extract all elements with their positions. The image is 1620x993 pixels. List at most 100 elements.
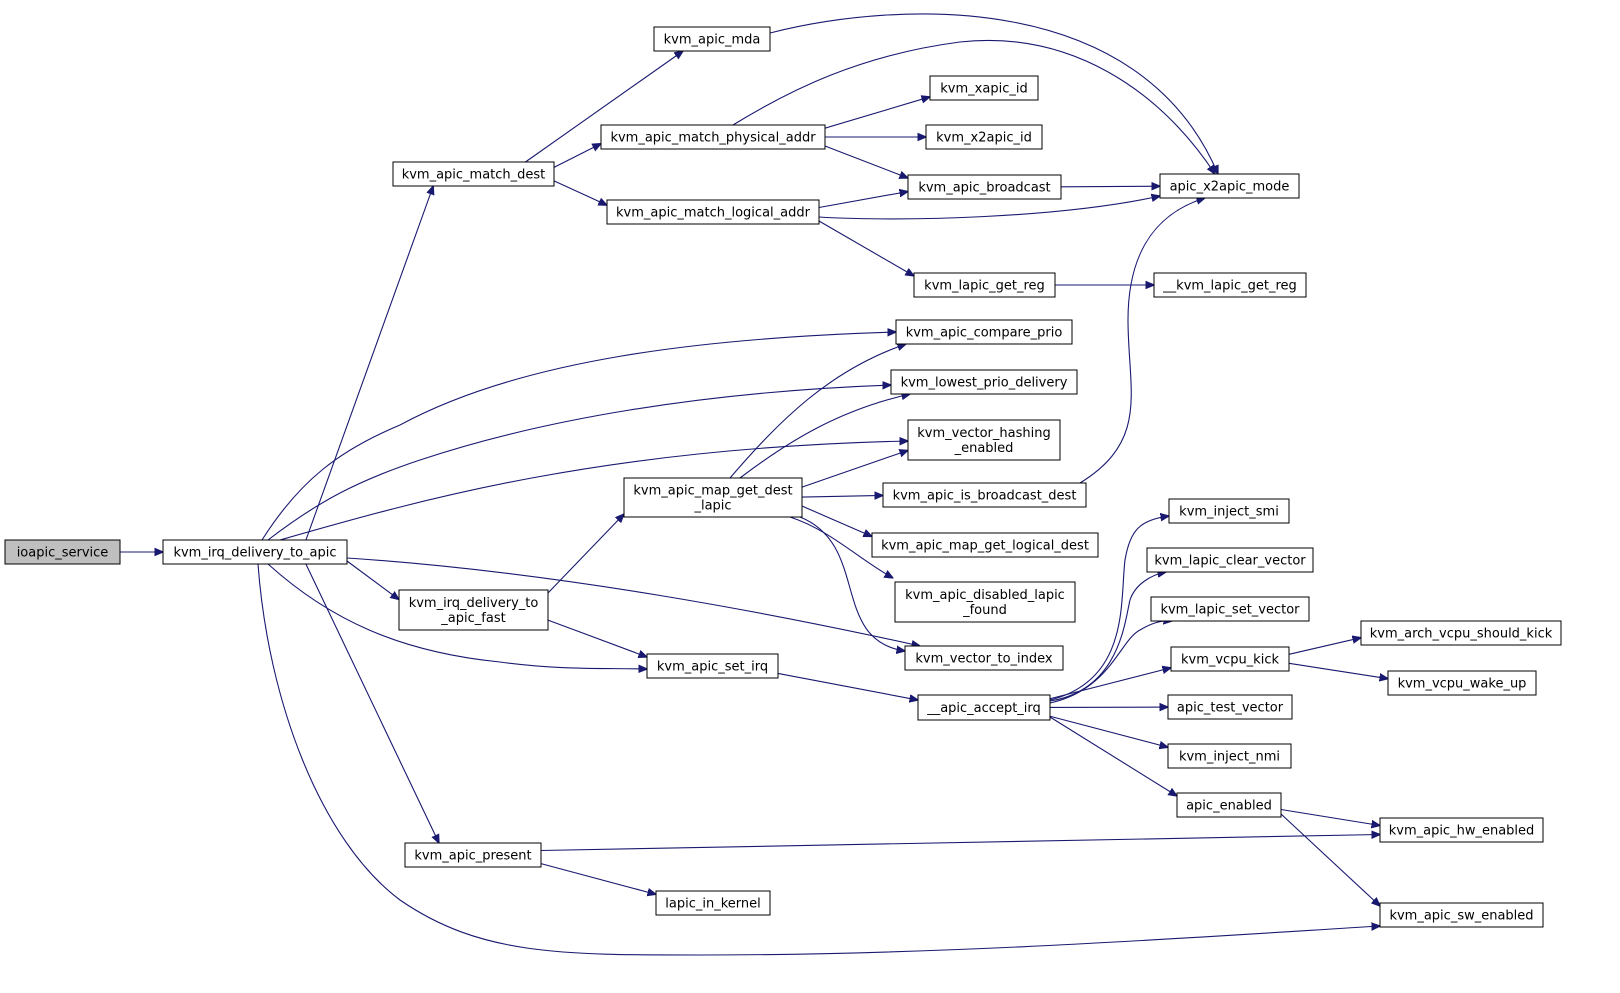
node-box[interactable] [894,581,1076,623]
node-ioapic_service[interactable]: ioapic_service [4,539,121,565]
node-kvm_apic_match_logical_addr[interactable]: kvm_apic_match_logical_addr [606,199,820,225]
node-box[interactable] [1379,817,1544,843]
node-box[interactable] [890,369,1078,395]
node-kvm_apic_map_get_dest_lapic[interactable]: kvm_apic_map_get_dest_lapic [623,477,803,518]
edge-kvm_apic_present-to-lapic_in_kernel [540,863,656,895]
edge-kvm_apic_map_get_dest_lapic-to-kvm_apic_disabled_lapic_found [789,516,893,578]
edge-kvm_irq_delivery_to_apic-to-kvm_vector_to_index [346,557,920,646]
node-box[interactable] [1146,547,1314,573]
edge-path [769,13,1218,174]
node-box[interactable] [623,477,803,518]
edge-path [346,557,920,646]
node-box[interactable] [913,272,1056,298]
node-label: kvm_apic_map_get_logical_dest [881,539,1089,554]
node-box[interactable] [653,26,771,52]
node-kvm_apic_sw_enabled[interactable]: kvm_apic_sw_enabled [1379,902,1544,928]
node-kvm_vcpu_wake_up[interactable]: kvm_vcpu_wake_up [1387,670,1537,696]
node-kvm_apic_broadcast[interactable]: kvm_apic_broadcast [907,174,1062,200]
node-box[interactable] [1360,620,1562,646]
node-box[interactable] [1167,694,1293,720]
edge-kvm_irq_delivery_to_apic-to-kvm_irq_delivery_to_apic_fast [346,560,399,600]
node-kvm_inject_smi[interactable]: kvm_inject_smi [1168,498,1290,524]
node-box[interactable] [904,645,1064,671]
node-kvm_inject_nmi[interactable]: kvm_inject_nmi [1167,743,1292,769]
edge-__apic_accept_irq-to-kvm_inject_smi [1049,516,1169,701]
edge-kvm_apic_map_get_dest_lapic-to-kvm_apic_is_broadcast_dest [801,495,883,497]
edge-path [818,196,1160,220]
node-kvm_x2apic_id[interactable]: kvm_x2apic_id [925,124,1043,150]
node-box[interactable] [1167,743,1292,769]
node-box[interactable] [1159,173,1300,199]
node-kvm_apic_hw_enabled[interactable]: kvm_apic_hw_enabled [1379,817,1544,843]
node-box[interactable] [1176,792,1282,818]
node-apic_enabled[interactable]: apic_enabled [1176,792,1282,818]
node-kvm_apic_match_physical_addr[interactable]: kvm_apic_match_physical_addr [600,124,826,150]
node-box[interactable] [895,319,1073,345]
edge-kvm_apic_match_logical_addr-to-apic_x2apic_mode [818,196,1160,220]
edge-kvm_apic_match_logical_addr-to-kvm_apic_broadcast [818,192,908,209]
node-kvm_lapic_get_reg[interactable]: kvm_lapic_get_reg [913,272,1056,298]
node-kvm_vector_to_index[interactable]: kvm_vector_to_index [904,645,1064,671]
edge-path [777,672,918,700]
node-kvm_arch_vcpu_should_kick[interactable]: kvm_arch_vcpu_should_kick [1360,620,1562,646]
edge-path [267,563,647,669]
node-box[interactable] [907,174,1062,200]
node-kvm_vector_hashing_enabled[interactable]: kvm_vector_hashing_enabled [907,419,1061,461]
node-box[interactable] [1168,498,1290,524]
node-apic_x2apic_mode[interactable]: apic_x2apic_mode [1159,173,1300,199]
node-box[interactable] [1387,670,1537,696]
node-box[interactable] [392,161,555,187]
edge-path [1280,813,1380,906]
node-apic_test_vector[interactable]: apic_test_vector [1167,694,1293,720]
node-kvm_vcpu_kick[interactable]: kvm_vcpu_kick [1170,646,1290,672]
node-kvm_lowest_prio_delivery[interactable]: kvm_lowest_prio_delivery [890,369,1078,395]
node-box[interactable] [398,589,549,631]
node-label: kvm_apic_hw_enabled [1389,824,1535,839]
node-box[interactable] [1379,902,1544,928]
node-box[interactable] [929,75,1039,101]
node-box[interactable] [1170,646,1290,672]
node-box[interactable] [606,199,820,225]
node-kvm_apic_is_broadcast_dest[interactable]: kvm_apic_is_broadcast_dest [882,482,1087,508]
edge-kvm_apic_map_get_dest_lapic-to-kvm_apic_map_get_logical_dest [801,505,872,536]
node-kvm_apic_match_dest[interactable]: kvm_apic_match_dest [392,161,555,187]
node-box[interactable] [600,124,826,150]
node-kvm_xapic_id[interactable]: kvm_xapic_id [929,75,1039,101]
node-label: kvm_apic_disabled_lapic [905,588,1065,603]
node-box[interactable] [925,124,1043,150]
node-box[interactable] [1150,596,1310,622]
node-kvm_lapic_set_vector[interactable]: kvm_lapic_set_vector [1150,596,1310,622]
edge-kvm_irq_delivery_to_apic-to-kvm_vector_hashing_enabled [279,441,908,541]
node-box[interactable] [882,482,1087,508]
node-kvm_irq_delivery_to_apic_fast[interactable]: kvm_irq_delivery_to_apic_fast [398,589,549,631]
node-label: kvm_apic_map_get_dest [633,484,792,499]
edge-__apic_accept_irq-to-apic_enabled [1049,716,1177,796]
node-box[interactable] [871,532,1099,558]
node-lapic_in_kernel[interactable]: lapic_in_kernel [655,890,771,916]
edge-path [1049,621,1172,704]
edge-path [801,505,872,536]
node-__kvm_lapic_get_reg[interactable]: __kvm_lapic_get_reg [1153,272,1307,298]
edge-kvm_apic_is_broadcast_dest-to-apic_x2apic_mode [1079,198,1205,484]
node-__apic_accept_irq[interactable]: __apic_accept_irq [917,694,1051,721]
node-kvm_apic_mda[interactable]: kvm_apic_mda [653,26,771,52]
node-box[interactable] [404,842,542,868]
node-kvm_apic_present[interactable]: kvm_apic_present [404,842,542,868]
edge-path [732,40,1215,174]
node-kvm_irq_delivery_to_apic[interactable]: kvm_irq_delivery_to_apic [162,539,348,565]
node-box[interactable] [162,539,348,565]
node-kvm_apic_set_irq[interactable]: kvm_apic_set_irq [646,653,779,679]
node-box[interactable] [4,539,121,565]
node-box[interactable] [655,890,771,916]
node-kvm_apic_disabled_lapic_found[interactable]: kvm_apic_disabled_lapic_found [894,581,1076,623]
node-box[interactable] [646,653,779,679]
node-kvm_lapic_clear_vector[interactable]: kvm_lapic_clear_vector [1146,547,1314,573]
node-label: __kvm_lapic_get_reg [1162,279,1297,294]
node-kvm_apic_compare_prio[interactable]: kvm_apic_compare_prio [895,319,1073,345]
node-box[interactable] [917,694,1051,721]
node-label: kvm_lapic_clear_vector [1154,554,1306,569]
node-box[interactable] [907,419,1061,461]
node-kvm_apic_map_get_logical_dest[interactable]: kvm_apic_map_get_logical_dest [871,532,1099,558]
node-box[interactable] [1153,272,1307,298]
